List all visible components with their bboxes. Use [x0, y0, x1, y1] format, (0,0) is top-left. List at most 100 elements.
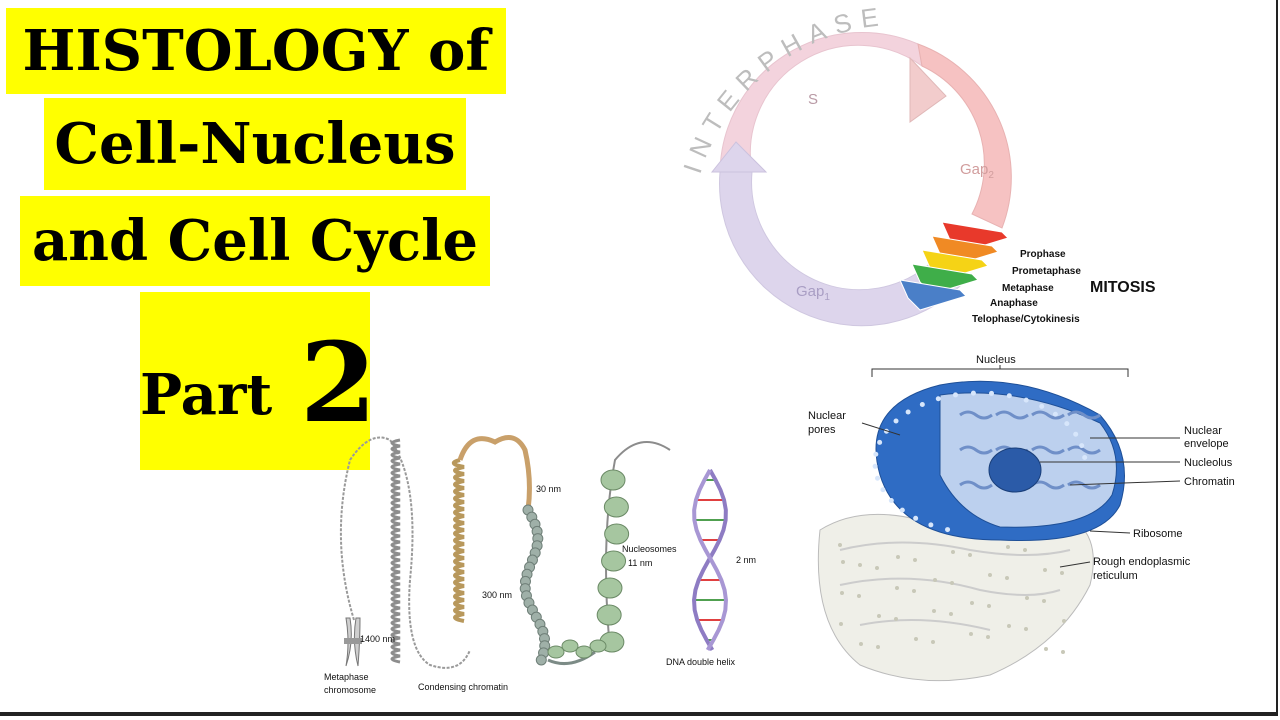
- ribosome-dot: [913, 558, 917, 562]
- nuclear-pore: [1006, 393, 1012, 399]
- label-30nm: 30 nm: [536, 484, 561, 494]
- ribosome-dot: [932, 609, 936, 613]
- label-ribosome: Ribosome: [1133, 528, 1183, 540]
- nuclear-pore: [875, 475, 881, 481]
- label-nuclear-envelope-2: envelope: [1184, 438, 1229, 450]
- label-nucleolus: Nucleolus: [1184, 457, 1233, 469]
- nuclear-pore: [1052, 411, 1058, 417]
- part-word: Part: [140, 362, 273, 428]
- ribosome-dot: [988, 573, 992, 577]
- chromatin-loop-outer: [339, 436, 471, 669]
- ribosome-dot: [876, 645, 880, 649]
- chromatin-strand: [1067, 410, 1101, 420]
- label-nuclear-pores-2: pores: [808, 424, 836, 436]
- nuclear-pore: [1064, 421, 1070, 427]
- nucleosome: [561, 639, 579, 653]
- nuclear-pore: [945, 527, 951, 533]
- ribosome-dot: [1005, 576, 1009, 580]
- gold-coil-path: [452, 458, 465, 623]
- mitosis-wedges: [899, 221, 1009, 311]
- ribosome-dot: [1043, 568, 1047, 572]
- nuclear-pore: [952, 392, 958, 398]
- nuclear-pore: [1023, 397, 1029, 403]
- ribosome-dot: [1024, 627, 1028, 631]
- label-11nm: 11 nm: [628, 558, 652, 568]
- nuclear-pore: [877, 439, 883, 445]
- helix-strand: [692, 469, 728, 651]
- ribosome-dot: [1025, 596, 1029, 600]
- label-dna-helix: DNA double helix: [666, 657, 736, 667]
- label-rer-1: Rough endoplasmic: [1093, 556, 1191, 568]
- ribosome-dot: [875, 566, 879, 570]
- rough-er: [817, 513, 1094, 682]
- title-line-1: HISTOLOGY of: [6, 8, 506, 94]
- ribosome-dot: [894, 617, 898, 621]
- ribosome-dot: [933, 578, 937, 582]
- ribosome-dot: [914, 637, 918, 641]
- chromatin-strand: [959, 480, 993, 490]
- nuclear-pore: [880, 487, 886, 493]
- ribosome-dot: [859, 642, 863, 646]
- nuclear-pore: [1082, 455, 1088, 461]
- nuclear-pore: [1079, 443, 1085, 449]
- nucleosome: [596, 604, 622, 626]
- phase-labels: Prophase Prometaphase Metaphase Anaphase…: [972, 249, 1081, 325]
- chromatin-strand: [959, 445, 993, 455]
- label-chromosome: chromosome: [324, 685, 376, 695]
- nucleosome: [604, 523, 630, 545]
- nuclear-pore: [928, 522, 934, 528]
- nuclear-pore: [1073, 431, 1079, 437]
- gap2-label: Gap2: [960, 161, 994, 181]
- nucleosome: [600, 469, 626, 491]
- phase-label-telophase: Telophase/Cytokinesis: [972, 314, 1080, 325]
- chromatin-strand: [1031, 445, 1065, 455]
- title-line-2: Cell-Nucleus: [44, 98, 466, 190]
- ribosome-dot: [857, 594, 861, 598]
- nucleosome-string: [547, 441, 671, 659]
- ribosome-dot: [877, 614, 881, 618]
- nuclear-pore: [899, 507, 905, 513]
- ribosome-dot: [1023, 548, 1027, 552]
- ribosome-dot: [1061, 650, 1065, 654]
- label-300nm: 300 nm: [482, 590, 512, 600]
- ribosome-dot: [1062, 619, 1066, 623]
- nucleus-bracket: [871, 365, 1129, 377]
- nucleosome: [575, 645, 593, 659]
- ribosome-dot: [895, 586, 899, 590]
- chromatin-coil-gold: [452, 435, 532, 623]
- label-2nm: 2 nm: [736, 555, 756, 565]
- ribosome-dot: [1007, 624, 1011, 628]
- ribosome-dot: [950, 581, 954, 585]
- nuclear-pore: [872, 463, 878, 469]
- ribosome-dot: [896, 555, 900, 559]
- cell-cycle-diagram: INTERPHASE S Gap2 Gap1 Prophase Prometap…: [677, 1, 1156, 327]
- mitosis-label: MITOSIS: [1090, 279, 1156, 296]
- ribosome-dot: [858, 563, 862, 567]
- ribosome-dot: [1006, 545, 1010, 549]
- ribosome-dot: [1060, 571, 1064, 575]
- nuclear-pore: [935, 396, 941, 402]
- s-label: S: [808, 91, 818, 108]
- nucleus-diagram: Nucleus Nuclear pores Nuclear envelope N…: [808, 354, 1235, 682]
- ribosome-dot: [840, 591, 844, 595]
- dna-double-helix: [692, 469, 728, 651]
- title-part: Part 2: [140, 292, 377, 470]
- ribosome-dot: [970, 601, 974, 605]
- title-line-3: and Cell Cycle: [20, 196, 490, 286]
- ribosome-dot: [969, 632, 973, 636]
- label-nucleosomes: Nucleosomes: [622, 544, 677, 554]
- label-nuclear-pores-1: Nuclear: [808, 410, 846, 422]
- chromatin-strand: [959, 410, 993, 420]
- nucleosome: [547, 645, 565, 659]
- chromatin-30nm-fiber: [519, 504, 596, 666]
- gray-coil-path: [390, 438, 401, 664]
- gap2-arc: [909, 43, 1012, 229]
- nuclear-pore: [913, 515, 919, 521]
- ribosome-dot: [912, 589, 916, 593]
- nucleosome: [603, 496, 629, 518]
- nucleosome: [597, 577, 623, 599]
- ribosome-dot: [931, 640, 935, 644]
- gap1-label: Gap1: [796, 283, 830, 303]
- nuclear-pore: [873, 451, 879, 457]
